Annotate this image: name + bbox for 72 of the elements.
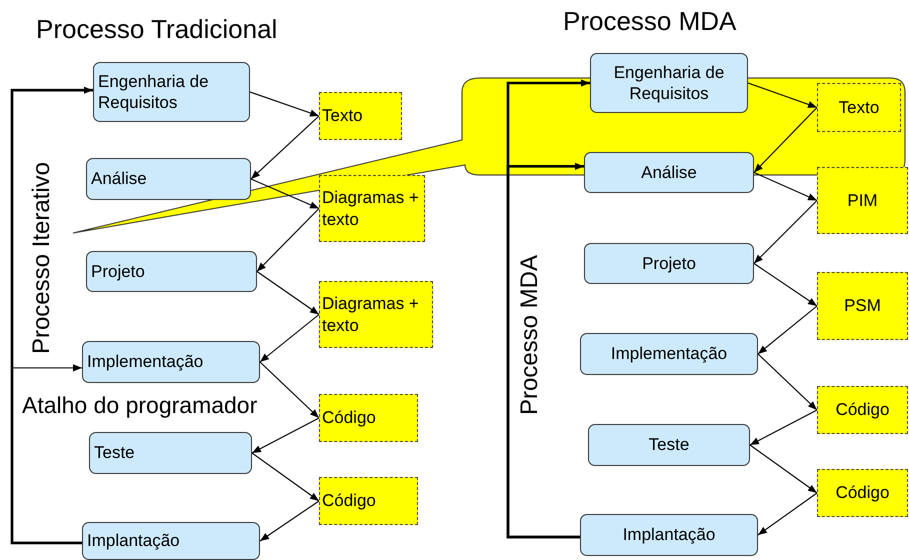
arrow: [750, 444, 818, 494]
feedback-arrow: [10, 86, 93, 544]
artifact-box: [319, 394, 418, 442]
box-label: Diagramas + texto: [322, 293, 420, 336]
artifact-box: [817, 272, 908, 340]
arrow: [750, 410, 818, 446]
box-label: Projeto: [642, 252, 696, 274]
arrow: [758, 354, 818, 410]
process-box: [86, 251, 257, 292]
box-label: PIM: [847, 190, 878, 212]
box-label: Implementação: [87, 351, 204, 373]
box-label: Implantação: [87, 530, 180, 552]
vertical-label: Processo MDA: [516, 254, 544, 416]
arrow: [260, 362, 320, 418]
process-box: [93, 62, 250, 122]
section-title: Processo MDA: [563, 6, 736, 37]
artifact-box: [817, 167, 908, 234]
arrow: [754, 172, 818, 201]
feedback-arrow: [506, 162, 584, 538]
feedback-arrow: [11, 364, 82, 544]
box-label: Código: [836, 399, 890, 421]
section-title: Processo Tradicional: [36, 14, 278, 45]
arrow: [754, 107, 818, 173]
arrow: [754, 263, 818, 306]
artifact-box: [319, 175, 425, 242]
arrow: [252, 452, 320, 502]
arrow: [748, 82, 818, 108]
arrow: [250, 116, 320, 180]
artifact-box: [319, 281, 433, 348]
process-box: [580, 514, 758, 556]
arrow: [758, 492, 818, 536]
process-box: [584, 152, 754, 193]
box-label: Engenharia de Requisitos: [98, 70, 210, 114]
box-label: Engenharia de Requisitos: [612, 62, 726, 104]
box-label: Texto: [322, 105, 363, 127]
box-label: Projeto: [91, 260, 145, 282]
box-label: Código: [322, 407, 376, 429]
box-label: Implantação: [622, 524, 716, 546]
process-box: [86, 158, 251, 200]
box-label: Implementação: [610, 343, 728, 365]
box-label: Código: [836, 482, 890, 504]
box-label: Análise: [641, 162, 697, 184]
annotation-text: Atalho do programador: [22, 392, 258, 419]
arrow: [260, 500, 320, 542]
arrow: [250, 178, 320, 209]
box-label: Texto: [838, 96, 880, 118]
box-label: Teste: [94, 442, 135, 464]
arrow: [256, 271, 320, 315]
arrow: [754, 200, 818, 264]
process-box: [580, 333, 758, 375]
process-box: [82, 522, 260, 560]
arrow: [256, 208, 320, 272]
arrow: [758, 306, 818, 354]
vertical-label: Processo Iterativo: [28, 162, 56, 354]
process-box: [590, 53, 748, 113]
box-label: PSM: [844, 295, 881, 317]
box-label: Código: [322, 490, 376, 512]
artifact-box: [817, 469, 908, 517]
process-box: [89, 432, 252, 474]
artifact-box: [319, 477, 418, 525]
box-label: Análise: [91, 168, 147, 190]
artifact-box: [817, 83, 901, 132]
process-box: [588, 424, 750, 466]
process-box: [584, 243, 754, 284]
box-label: Diagramas + texto: [322, 187, 420, 230]
arrow: [252, 418, 320, 454]
artifact-box: [319, 92, 402, 140]
box-label: Teste: [648, 434, 690, 456]
arrow: [250, 91, 320, 117]
arrow: [260, 314, 320, 362]
artifact-box: [817, 386, 908, 434]
process-box: [82, 341, 260, 383]
